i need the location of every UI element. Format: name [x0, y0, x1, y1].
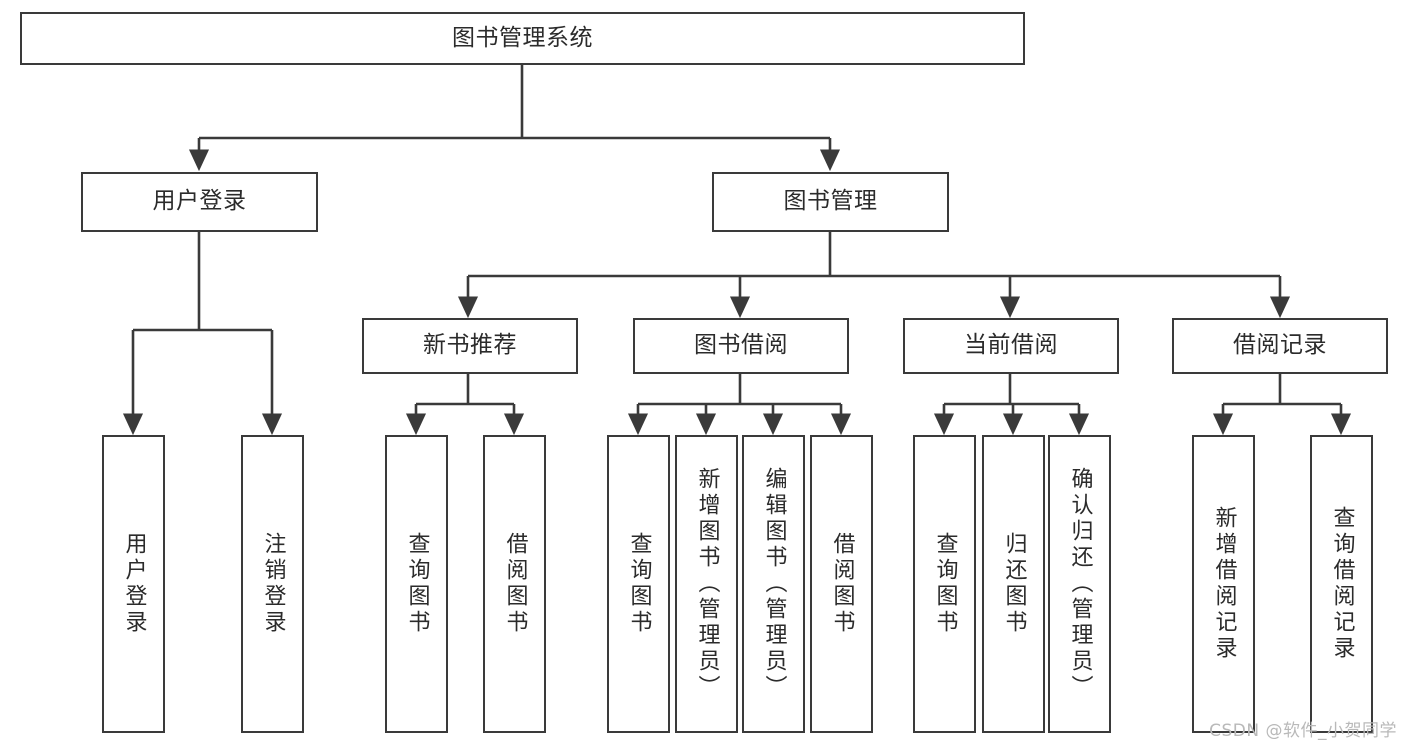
node-leaf-query-book-current-label: 查询图书 — [932, 532, 958, 636]
node-leaf-query-book-borrow[interactable]: 查询图书 — [607, 435, 670, 733]
node-leaf-add-book-admin-label: 新增图书（管理员） — [694, 467, 720, 701]
node-user-login-label: 用户登录 — [152, 188, 247, 215]
node-book-borrow-label: 图书借阅 — [694, 332, 788, 359]
node-borrow-record-label: 借阅记录 — [1233, 332, 1327, 359]
node-leaf-edit-book-admin-label: 编辑图书（管理员） — [761, 467, 787, 701]
node-leaf-borrow-book-rec[interactable]: 借阅图书 — [483, 435, 546, 733]
node-book-borrow[interactable]: 图书借阅 — [633, 318, 849, 374]
node-leaf-user-login[interactable]: 用户登录 — [102, 435, 165, 733]
node-borrow-record[interactable]: 借阅记录 — [1172, 318, 1388, 374]
node-leaf-add-book-admin[interactable]: 新增图书（管理员） — [675, 435, 738, 733]
node-new-book-recommend[interactable]: 新书推荐 — [362, 318, 578, 374]
node-leaf-borrow-book-rec-label: 借阅图书 — [502, 532, 528, 636]
node-root[interactable]: 图书管理系统 — [20, 12, 1025, 65]
node-leaf-query-book-rec-label: 查询图书 — [404, 532, 430, 636]
node-leaf-query-book-borrow-label: 查询图书 — [626, 532, 652, 636]
node-leaf-confirm-return-admin-label: 确认归还（管理员） — [1067, 467, 1093, 701]
node-current-borrow-label: 当前借阅 — [964, 332, 1058, 359]
node-leaf-borrow-book[interactable]: 借阅图书 — [810, 435, 873, 733]
node-leaf-query-borrow-record[interactable]: 查询借阅记录 — [1310, 435, 1373, 733]
node-leaf-add-borrow-record[interactable]: 新增借阅记录 — [1192, 435, 1255, 733]
node-leaf-return-book[interactable]: 归还图书 — [982, 435, 1045, 733]
node-new-book-recommend-label: 新书推荐 — [423, 332, 517, 359]
node-leaf-user-login-label: 用户登录 — [121, 532, 147, 636]
node-leaf-logout-label: 注销登录 — [260, 532, 286, 636]
node-leaf-logout[interactable]: 注销登录 — [241, 435, 304, 733]
node-leaf-confirm-return-admin[interactable]: 确认归还（管理员） — [1048, 435, 1111, 733]
csdn-watermark: CSDN @软件_小贺同学 — [1209, 721, 1397, 741]
node-book-manage-label: 图书管理 — [783, 188, 878, 215]
node-leaf-query-borrow-record-label: 查询借阅记录 — [1329, 506, 1355, 662]
node-leaf-return-book-label: 归还图书 — [1001, 532, 1027, 636]
node-current-borrow[interactable]: 当前借阅 — [903, 318, 1119, 374]
node-leaf-query-book-current[interactable]: 查询图书 — [913, 435, 976, 733]
node-leaf-add-borrow-record-label: 新增借阅记录 — [1211, 506, 1237, 662]
node-leaf-edit-book-admin[interactable]: 编辑图书（管理员） — [742, 435, 805, 733]
node-leaf-borrow-book-label: 借阅图书 — [829, 532, 855, 636]
node-book-manage[interactable]: 图书管理 — [712, 172, 949, 232]
node-user-login[interactable]: 用户登录 — [81, 172, 318, 232]
node-root-label: 图书管理系统 — [452, 24, 593, 51]
node-leaf-query-book-rec[interactable]: 查询图书 — [385, 435, 448, 733]
